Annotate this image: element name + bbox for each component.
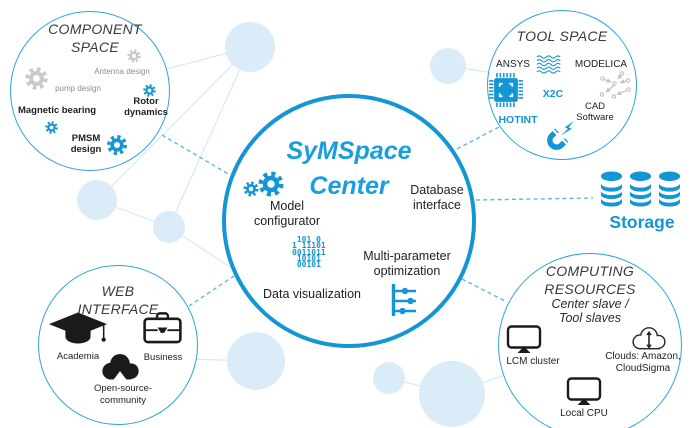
modelica-label: MODELICA (574, 59, 628, 70)
lcm-cluster-label: LCM cluster (506, 356, 560, 367)
computing-resources-title: COMPUTING RESOURCES (544, 263, 636, 297)
magnetic-bearing-label: Magnetic bearing (17, 105, 97, 116)
gears-icon (242, 168, 286, 202)
x2c-label: X2C (542, 88, 564, 100)
monitor-icon (506, 324, 542, 355)
magnet-icon (544, 120, 577, 153)
symspace-center-circle (222, 94, 476, 348)
open-source-label: Open-source- community (93, 383, 153, 407)
binary-code: 101 0 1 11101 0011011 10101 00101 (292, 235, 326, 270)
cad-software-label: CAD Software (576, 101, 614, 124)
hotint-label: HOTINT (498, 114, 538, 126)
component-space-title: COMPONENT SPACE (48, 21, 142, 55)
sliders-icon (389, 282, 419, 318)
model-configurator-label: Model configurator (253, 199, 320, 228)
pump-design-label: pump design (55, 84, 101, 93)
local-cpu-label: Local CPU (560, 408, 608, 419)
clouds-label: Clouds: Amazon, CloudSigma (605, 351, 681, 374)
briefcase-icon (143, 310, 182, 346)
component-space-circle (10, 11, 170, 171)
database-icon (627, 171, 654, 207)
graduation-cap-icon (47, 311, 109, 347)
gear-icon (44, 120, 59, 135)
antenna-design-label: Antenna design (94, 67, 150, 76)
data-visualization-label: Data visualization (263, 287, 361, 301)
multi-parameter-label: Multi-parameter optimization (363, 249, 451, 278)
web-interface-title: WEB INTERFACE (77, 283, 159, 317)
network-nodes-icon (597, 69, 631, 101)
tool-space-title: TOOL SPACE (516, 28, 608, 44)
business-label: Business (143, 352, 183, 363)
database-interface-label: Database interface (410, 183, 464, 212)
dashed-connectors (161, 126, 594, 307)
rotor-dynamics-label: Rotor dynamics (124, 96, 168, 119)
database-icon (656, 171, 683, 207)
computing-resources-subtitle: Center slave / Tool slaves (551, 297, 629, 326)
gear-icon (126, 48, 142, 64)
storage-label: Storage (609, 212, 675, 232)
cloud-sync-icon (631, 325, 667, 352)
hub-title: SyMSpace Center (286, 137, 412, 200)
ansys-label: ANSYS (496, 59, 530, 70)
database-icon (598, 171, 625, 207)
waves-icon (536, 55, 564, 74)
academia-label: Academia (56, 351, 100, 362)
pmsm-design-label: PMSM design (70, 133, 102, 156)
gear-icon (105, 133, 129, 157)
chip-icon (489, 73, 523, 107)
web-interface-circle (38, 265, 198, 425)
cloud-icon (99, 353, 141, 381)
gear-icon (23, 65, 50, 92)
monitor-icon (566, 376, 602, 407)
